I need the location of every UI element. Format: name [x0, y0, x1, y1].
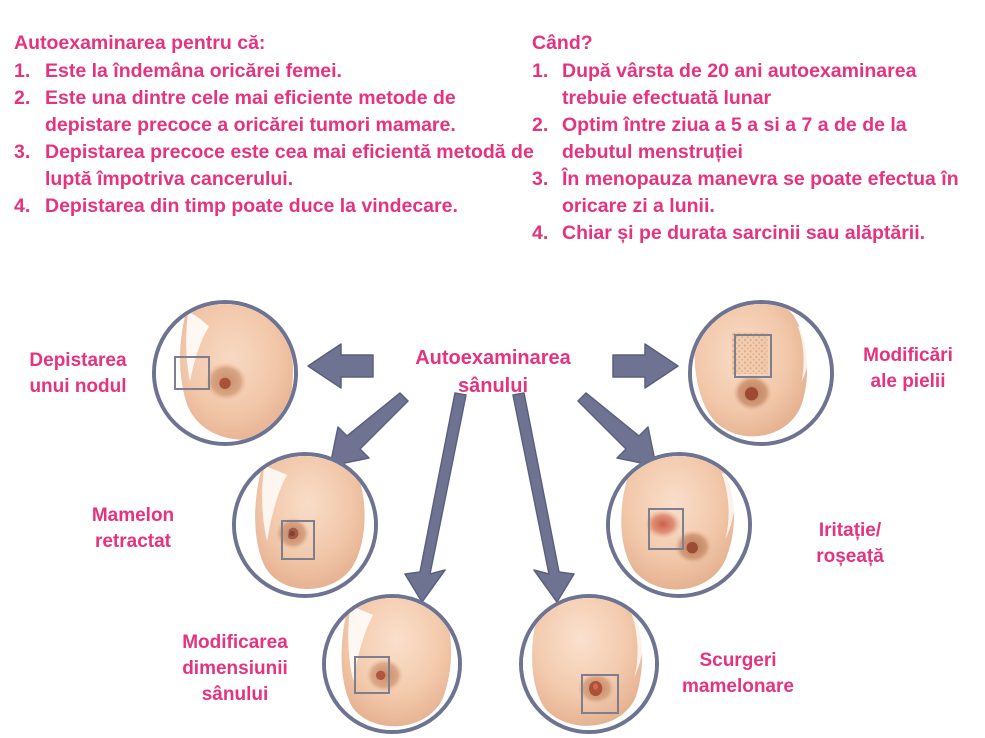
list-marker: 1. — [14, 60, 31, 82]
left-text-column: Autoexaminarea pentru că: 1. Este la înd… — [14, 30, 534, 220]
list-item: 3. În menopauza manevra se poate efectua… — [532, 166, 982, 220]
list-item: 4. Chiar și pe durata sarcinii sau alăpt… — [532, 220, 982, 247]
node-label-line: Modificarea — [182, 632, 288, 653]
node-iritatie-roseata[interactable] — [606, 452, 752, 598]
node-mamelon-retractat[interactable] — [232, 452, 378, 598]
list-text: Este una dintre cele mai eficiente metod… — [45, 87, 456, 136]
highlight-box-piele — [734, 334, 772, 378]
node-label-line: mamelonare — [682, 676, 794, 697]
list-item: 3. Depistarea precoce este cea mai efici… — [14, 139, 534, 193]
node-label-line: Depistarea — [29, 350, 127, 371]
node-label-iritatie-roseata: Iritație/ roșeață — [780, 518, 920, 570]
list-marker: 3. — [532, 168, 549, 190]
node-modificarea-dimensiunii-sanului[interactable] — [322, 594, 462, 734]
list-marker: 1. — [532, 60, 549, 82]
arrow-to-nodul — [307, 343, 374, 389]
list-text: În menopauza manevra se poate efectua în… — [562, 168, 959, 217]
node-depistarea-unui-nodul[interactable] — [152, 300, 298, 446]
node-label-line: Iritație/ — [818, 520, 882, 541]
highlight-box-scurgeri — [581, 674, 619, 714]
node-label-line: sânului — [201, 684, 269, 705]
arrow-to-dimensiune — [404, 392, 467, 603]
right-text-column: Când? 1. După vârsta de 20 ani autoexami… — [532, 30, 982, 247]
node-label-mamelon-retractat: Mamelon retractat — [58, 503, 208, 555]
breast-photo-scurgeri — [523, 598, 655, 730]
left-column-list: 1. Este la îndemâna oricărei femei. 2. E… — [14, 58, 534, 220]
breast-photo-piele — [692, 304, 830, 442]
breast-photo-nodul — [156, 304, 294, 442]
node-label-modificarea-dimensiunii-sanului: Modificarea dimensiunii sânului — [150, 630, 320, 708]
list-item: 2. Optim între ziua a 5 a si a 7 a de de… — [532, 112, 982, 166]
list-text: Optim între ziua a 5 a si a 7 a de de la… — [562, 114, 907, 163]
list-item: 2. Este una dintre cele mai eficiente me… — [14, 85, 534, 139]
node-scurgeri-mamelonare[interactable] — [519, 594, 659, 734]
highlight-box-iritatie — [648, 508, 684, 550]
node-label-line: Scurgeri — [699, 650, 777, 671]
list-text: După vârsta de 20 ani autoexaminarea tre… — [562, 60, 917, 109]
node-label-line: Mamelon — [91, 505, 175, 526]
list-text: Depistarea din timp poate duce la vindec… — [45, 195, 458, 217]
highlight-box-mamelon — [281, 520, 315, 560]
node-label-line: retractat — [94, 531, 172, 552]
node-label-modificari-ale-pielii: Modificări ale pielii — [838, 343, 978, 395]
list-marker: 2. — [532, 114, 549, 136]
node-label-depistarea-unui-nodul: Depistarea unui nodul — [8, 348, 148, 400]
hub-label-line1: Autoexaminarea — [415, 347, 571, 369]
node-label-line: unui nodul — [29, 376, 127, 397]
list-marker: 4. — [14, 195, 31, 217]
list-item: 4. Depistarea din timp poate duce la vin… — [14, 193, 534, 220]
node-label-line: roșeață — [816, 546, 884, 567]
list-marker: 2. — [14, 87, 31, 109]
hub-label-line2: sânului — [457, 375, 528, 397]
list-text: Chiar și pe durata sarcinii sau alăptări… — [562, 222, 926, 244]
list-item: 1. După vârsta de 20 ani autoexaminarea … — [532, 58, 982, 112]
right-column-list: 1. După vârsta de 20 ani autoexaminarea … — [532, 58, 982, 247]
arrow-to-scurgeri — [512, 392, 575, 603]
arrow-layer — [307, 343, 679, 603]
node-label-scurgeri-mamelonare: Scurgeri mamelonare — [650, 648, 826, 700]
arrow-to-piele — [612, 343, 679, 389]
list-text: Depistarea precoce este cea mai eficient… — [45, 141, 534, 190]
node-label-line: dimensiunii — [182, 658, 288, 679]
list-item: 1. Este la îndemâna oricărei femei. — [14, 58, 534, 85]
list-text: Este la îndemâna oricărei femei. — [45, 60, 342, 82]
list-marker: 3. — [14, 141, 31, 163]
node-label-line: ale pielii — [870, 371, 946, 392]
breast-photo-dimensiune — [326, 598, 458, 730]
breast-self-exam-diagram: Autoexaminarea sânului — [0, 278, 985, 738]
node-label-line: Modificări — [863, 345, 953, 366]
list-marker: 4. — [532, 222, 549, 244]
highlight-box-nodul — [174, 356, 210, 390]
breast-photo-iritatie — [610, 456, 748, 594]
right-column-heading: Când? — [532, 32, 593, 54]
node-modificari-ale-pielii[interactable] — [688, 300, 834, 446]
highlight-box-dimensiune — [354, 656, 390, 694]
hub-label: Autoexaminarea sânului — [378, 344, 608, 400]
left-column-heading: Autoexaminarea pentru că: — [14, 32, 266, 54]
